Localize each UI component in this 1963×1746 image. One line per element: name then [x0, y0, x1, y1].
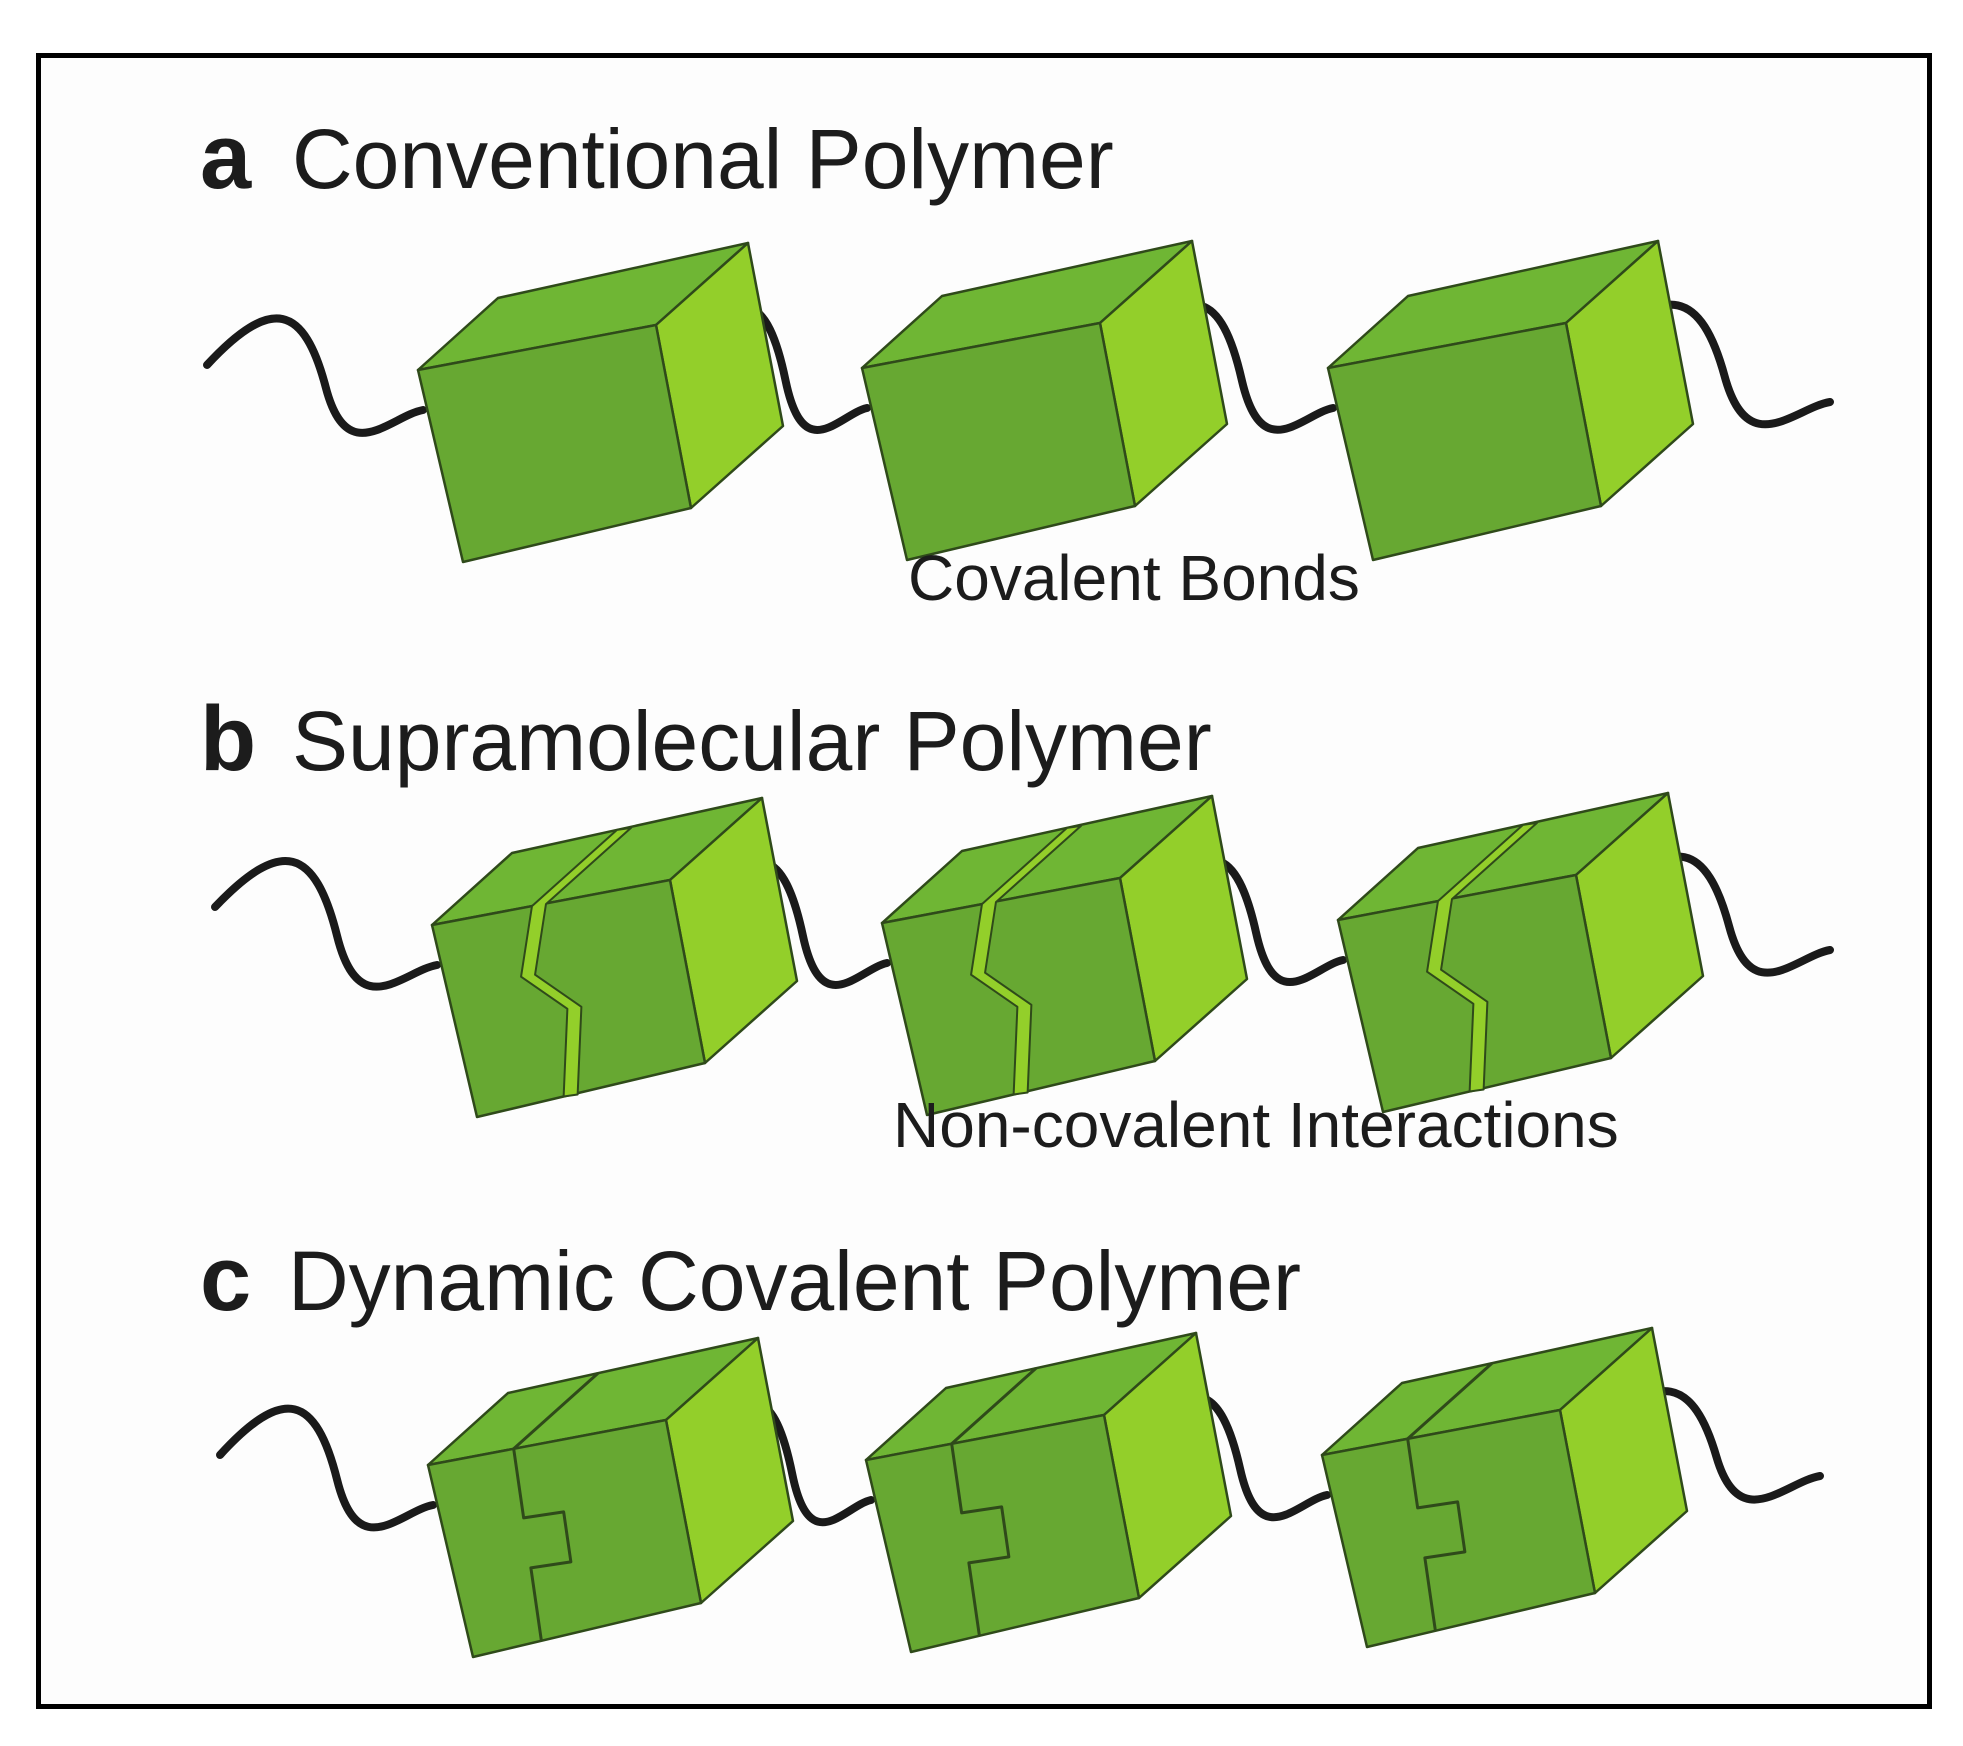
polymer-chain-segment [216, 1404, 437, 1532]
monomer-cube [860, 239, 1229, 562]
monomer-cube [430, 796, 799, 1119]
monomer-cube [1320, 1326, 1689, 1649]
panel-c-letter: c [200, 1228, 251, 1330]
panel-b-letter: b [200, 688, 256, 790]
monomer-cube [1326, 239, 1695, 562]
cube-front-face [426, 1418, 703, 1659]
panel-a: a Conventional Polymer Covalent Bonds [200, 106, 1834, 614]
dynamic-covalent-interface-top [1406, 1362, 1494, 1440]
cube-front-face [416, 323, 693, 564]
noncovalent-interface [970, 824, 1082, 1096]
panel-a-chain [203, 239, 1834, 564]
panel-c: c Dynamic Covalent Polymer [200, 1228, 1824, 1659]
panel-a-title: Conventional Polymer [292, 112, 1114, 206]
cube-front-face [864, 1413, 1141, 1654]
panel-c-title: Dynamic Covalent Polymer [288, 1234, 1301, 1328]
noncovalent-interface [520, 826, 632, 1098]
monomer-cube [426, 1336, 795, 1659]
monomer-cube [880, 794, 1249, 1117]
panel-b-bond-label: Non-covalent Interactions [893, 1089, 1619, 1161]
panel-a-bond-label: Covalent Bonds [908, 542, 1360, 614]
panel-b-title: Supramolecular Polymer [292, 694, 1212, 788]
dynamic-covalent-interface [950, 1443, 1011, 1637]
panel-b: b Supramolecular Polymer Non-covalent In… [200, 688, 1834, 1161]
dynamic-covalent-interface-top [950, 1367, 1038, 1445]
polymer-chain-segment [203, 314, 427, 437]
panel-b-chain [211, 791, 1834, 1119]
cube-front-face [1326, 321, 1603, 562]
cube-front-face [1320, 1408, 1597, 1649]
polymer-chain-segment [211, 857, 441, 991]
dynamic-covalent-interface [512, 1448, 573, 1642]
cube-front-face [860, 321, 1137, 562]
dynamic-covalent-interface-top [512, 1372, 600, 1450]
dynamic-covalent-interface [1406, 1438, 1467, 1632]
monomer-cube [864, 1331, 1233, 1654]
monomer-cube [1336, 791, 1705, 1114]
panel-c-chain [216, 1326, 1824, 1659]
panel-a-letter: a [200, 106, 252, 208]
noncovalent-interface [1426, 821, 1538, 1093]
monomer-cube [416, 241, 785, 564]
